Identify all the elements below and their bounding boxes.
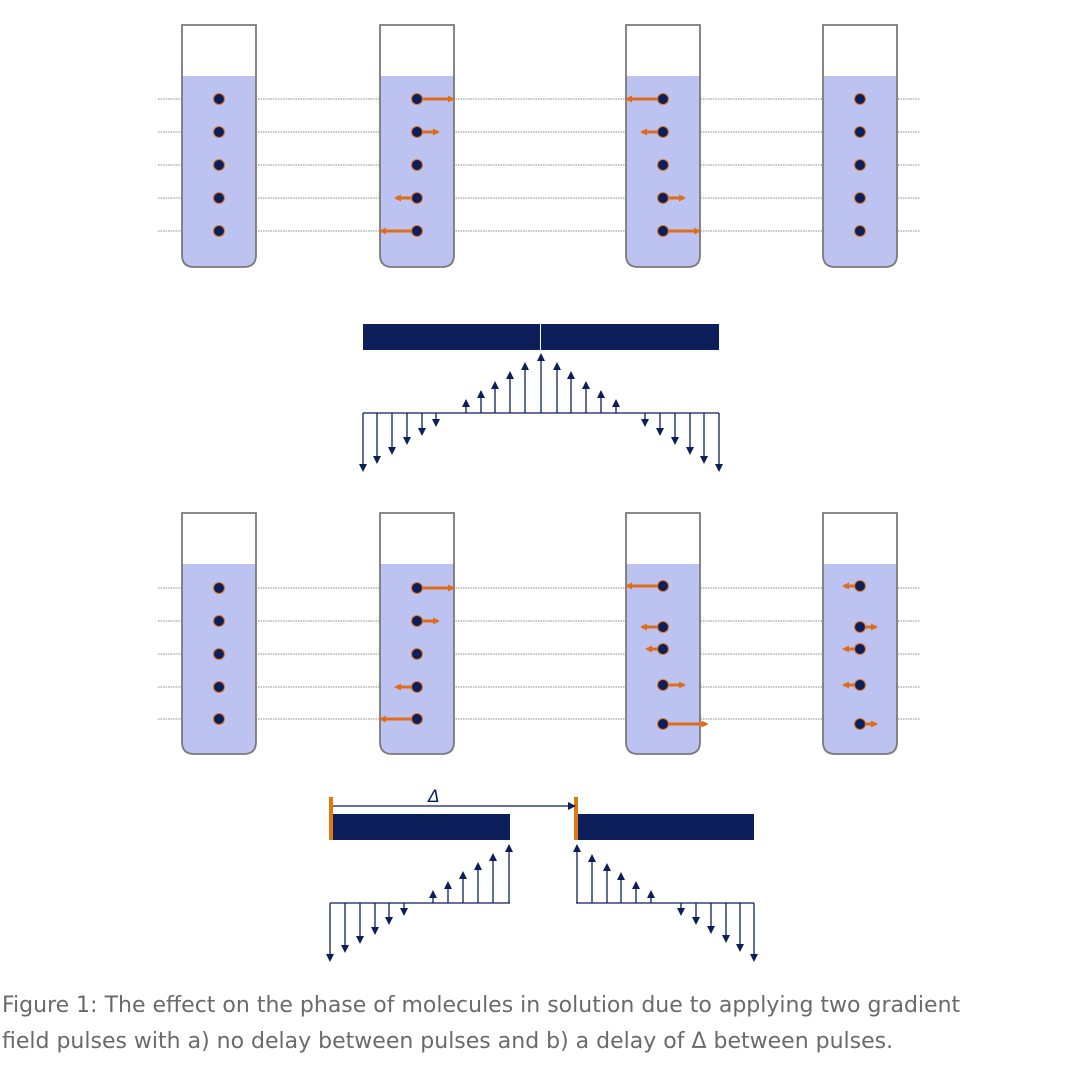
gradient-pulse-bar — [578, 814, 754, 840]
molecule — [853, 158, 867, 172]
delta-label: Δ — [426, 787, 440, 807]
molecule — [656, 642, 670, 656]
molecule — [410, 614, 424, 628]
sample-tube — [181, 24, 257, 268]
tube-liquid — [626, 564, 700, 754]
caption-line-1: Figure 1: The effect on the phase of mol… — [2, 993, 961, 1018]
molecule — [656, 224, 670, 238]
sample-tube — [379, 512, 455, 755]
molecule — [853, 717, 867, 731]
caption-line-2: field pulses with a) no delay between pu… — [2, 1029, 894, 1054]
panel-b-delay: Δ — [158, 512, 920, 962]
molecule — [212, 614, 226, 628]
molecule — [853, 224, 867, 238]
tube-outline — [625, 512, 701, 755]
molecule — [656, 92, 670, 106]
molecule — [853, 191, 867, 205]
molecule — [656, 579, 670, 593]
tube-liquid — [380, 76, 454, 267]
diffusion-figure: Δ — [158, 24, 920, 962]
molecule — [212, 680, 226, 694]
molecule — [853, 125, 867, 139]
sample-tube — [379, 24, 455, 268]
sample-tube — [822, 24, 898, 268]
sample-tube — [181, 512, 257, 755]
molecule — [410, 712, 424, 726]
figure-caption: Figure 1: The effect on the phase of mol… — [2, 988, 1062, 1060]
molecule — [410, 647, 424, 661]
pulse-pair-a — [363, 324, 719, 414]
molecule — [212, 125, 226, 139]
molecule — [656, 620, 670, 634]
sample-tube — [625, 512, 709, 755]
molecule — [212, 647, 226, 661]
tube-outline — [181, 24, 257, 268]
molecule — [656, 678, 670, 692]
molecule — [212, 92, 226, 106]
molecule — [410, 680, 424, 694]
molecule — [656, 717, 670, 731]
tubes-b — [181, 512, 898, 755]
tube-outline — [379, 24, 455, 268]
molecule — [410, 224, 424, 238]
molecule — [410, 92, 424, 106]
tube-liquid — [823, 76, 897, 267]
tubes-a — [181, 24, 898, 268]
gradient-arrows-b — [326, 844, 758, 962]
molecule — [212, 158, 226, 172]
molecule — [656, 158, 670, 172]
tube-liquid — [823, 564, 897, 754]
guide-lines-a — [158, 98, 920, 232]
molecule — [853, 579, 867, 593]
tube-liquid — [626, 76, 700, 267]
molecule — [410, 191, 424, 205]
tube-outline — [379, 512, 455, 755]
molecule — [656, 125, 670, 139]
molecule — [212, 224, 226, 238]
molecule — [212, 191, 226, 205]
panel-a-no-delay — [158, 24, 920, 472]
pulse-pair-b: Δ — [329, 787, 754, 904]
molecule — [410, 125, 424, 139]
guide-lines-b — [158, 587, 920, 720]
gradient-pulse-bar — [333, 814, 510, 840]
tube-outline — [181, 512, 257, 755]
marker-second-pulse — [574, 797, 578, 840]
molecule — [410, 158, 424, 172]
gradient-pulse-bar — [363, 324, 540, 350]
sample-tube — [822, 512, 898, 755]
tube-outline — [822, 512, 898, 755]
molecule — [212, 581, 226, 595]
sample-tube — [625, 24, 701, 268]
gradient-pulse-bar — [541, 324, 719, 350]
tube-outline — [822, 24, 898, 268]
molecule — [853, 92, 867, 106]
marker-first-pulse — [329, 797, 333, 840]
molecule — [410, 581, 424, 595]
molecule — [853, 642, 867, 656]
molecule — [656, 191, 670, 205]
gradient-arrows-a — [359, 353, 723, 472]
molecule — [212, 712, 226, 726]
tube-outline — [625, 24, 701, 268]
tube-liquid — [182, 76, 256, 267]
molecule — [853, 678, 867, 692]
molecule — [853, 620, 867, 634]
